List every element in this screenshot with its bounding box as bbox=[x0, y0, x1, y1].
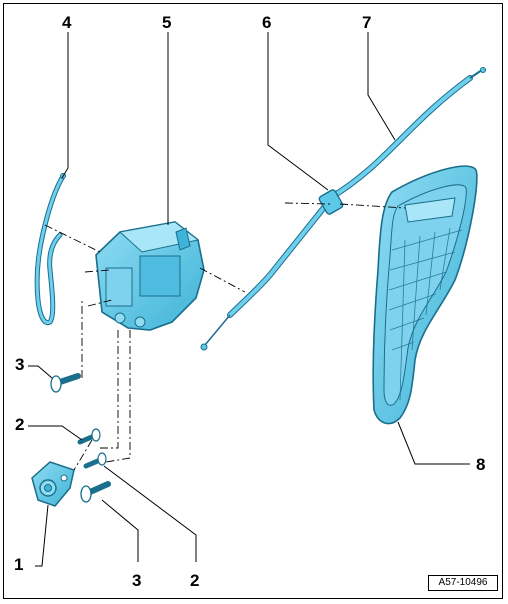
screw-lower bbox=[80, 481, 111, 503]
door-lock-unit bbox=[95, 221, 205, 331]
callout-3-upper: 3 bbox=[15, 355, 25, 374]
callout-6: 6 bbox=[262, 13, 272, 32]
lock-bracket bbox=[31, 461, 75, 507]
callout-2-lower: 2 bbox=[190, 571, 200, 590]
lock-cable bbox=[34, 173, 66, 326]
callout-8: 8 bbox=[476, 455, 486, 474]
release-cable-lower bbox=[200, 189, 344, 351]
callout-5: 5 bbox=[162, 13, 172, 32]
callout-1: 1 bbox=[14, 555, 24, 574]
screw-upper bbox=[50, 373, 81, 393]
callout-7: 7 bbox=[362, 13, 372, 32]
assembly-lines bbox=[44, 202, 406, 471]
release-cable-upper bbox=[327, 67, 486, 201]
diagram-frame bbox=[3, 3, 503, 599]
bolt-upper bbox=[77, 428, 101, 445]
bolt-lower bbox=[83, 452, 107, 469]
figure-reference-code: A57-10496 bbox=[428, 575, 498, 591]
callout-2-upper: 2 bbox=[15, 415, 25, 434]
interior-door-handle-housing bbox=[372, 165, 478, 425]
callout-4: 4 bbox=[62, 13, 72, 32]
leader-lines bbox=[28, 32, 470, 567]
callout-3-lower: 3 bbox=[132, 571, 142, 590]
